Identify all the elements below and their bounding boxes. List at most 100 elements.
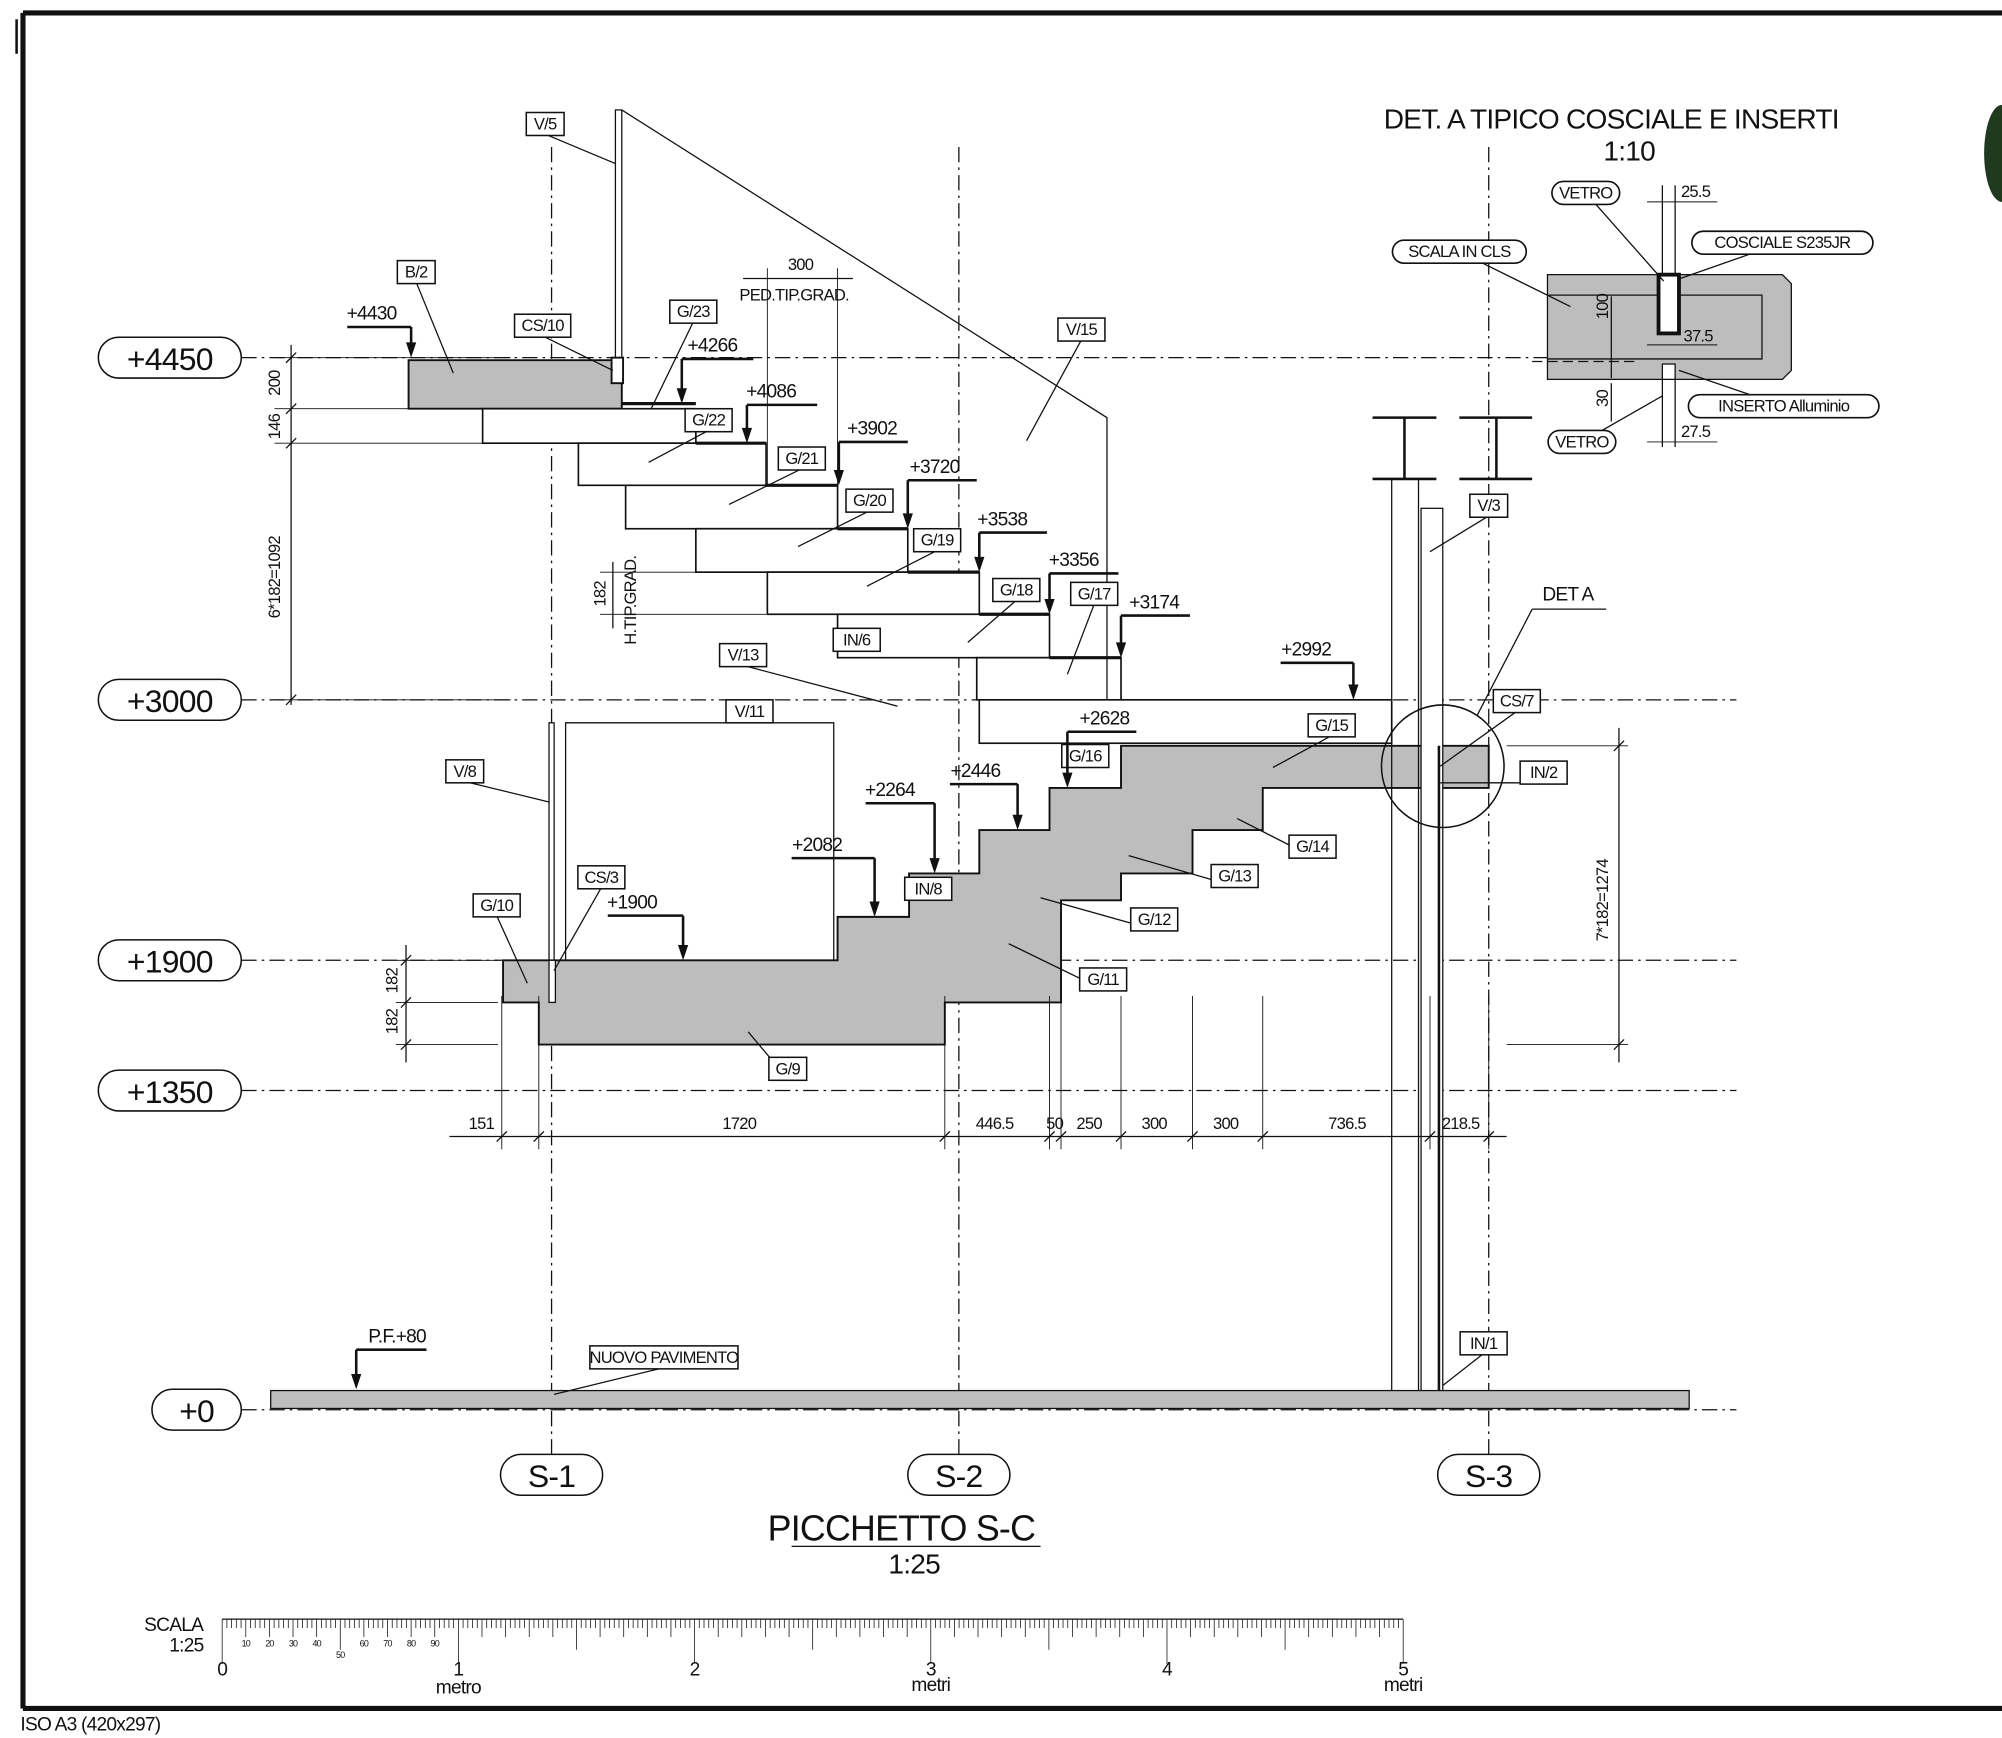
tag-box bbox=[513, 313, 572, 338]
grid-axis-bubble bbox=[499, 1453, 604, 1497]
leader-line bbox=[1429, 515, 1490, 553]
dimension-value: 446.5 bbox=[976, 1114, 1014, 1133]
tag-box bbox=[445, 759, 485, 784]
tag-box bbox=[1307, 713, 1356, 738]
elevation-label: +4430 bbox=[347, 304, 397, 325]
tag-in1: IN/1 bbox=[1442, 1331, 1508, 1386]
tag-box bbox=[525, 111, 565, 137]
tag-in2: IN/2 bbox=[1440, 760, 1568, 785]
detail-label-text: COSCIALE S235JR bbox=[1714, 233, 1851, 252]
tag-box bbox=[1459, 1331, 1508, 1356]
detail-inner-outline bbox=[1547, 294, 1763, 360]
scale-minor-label: 40 bbox=[312, 1638, 321, 1648]
dimension-value: 300 bbox=[788, 255, 814, 274]
leader-line bbox=[542, 335, 614, 371]
tag-label: G/19 bbox=[921, 531, 954, 550]
glass-railing bbox=[614, 109, 623, 384]
tag-box bbox=[577, 865, 626, 890]
arrow-head-icon bbox=[351, 1373, 362, 1390]
leader-line bbox=[967, 599, 1017, 643]
tag-box bbox=[777, 446, 827, 471]
elevation-marker: +2446 bbox=[949, 761, 1023, 831]
tag-g10: G/10 bbox=[472, 893, 528, 984]
detail-label-text: INSERTO Alluminio bbox=[1718, 397, 1850, 416]
dimension-tick bbox=[939, 1130, 951, 1143]
tag-label: V/3 bbox=[1477, 496, 1500, 515]
arrow-head-icon bbox=[974, 556, 985, 573]
tag-box bbox=[1519, 760, 1568, 785]
elevation-label: +3356 bbox=[1049, 550, 1099, 571]
arrow-head-icon bbox=[1348, 684, 1359, 700]
tag-box bbox=[1069, 581, 1119, 607]
tag-in8: IN/8 bbox=[903, 876, 953, 902]
drawing-scale: 1:25 bbox=[888, 1549, 940, 1580]
detail-label-scala_in_cls: SCALA IN CLS bbox=[1391, 239, 1571, 308]
steel-beam-section bbox=[1459, 416, 1533, 481]
tag-g16: G/16 bbox=[1061, 743, 1110, 769]
arrow-head-icon bbox=[677, 944, 689, 961]
stringer-cs10 bbox=[610, 356, 625, 385]
elevation-marker: +3902 bbox=[833, 419, 908, 486]
tag-box bbox=[1469, 493, 1509, 519]
dimension-value: 300 bbox=[1142, 1114, 1168, 1133]
dimension-value: 7*182=1274 bbox=[1593, 859, 1612, 942]
dimension-value: 182 bbox=[382, 1008, 401, 1034]
tag-g15: G/15 bbox=[1272, 713, 1356, 769]
elevation-label: +2628 bbox=[1079, 708, 1129, 729]
detail-dimension: 25.5 bbox=[1681, 182, 1711, 201]
elevation-marker: +4266 bbox=[676, 336, 754, 404]
tag-label: G/18 bbox=[1000, 581, 1033, 600]
tag-box bbox=[1129, 907, 1179, 932]
grid-axis-label: S-3 bbox=[1465, 1458, 1512, 1494]
elevation-label: +1900 bbox=[607, 892, 657, 913]
arrow-head-icon bbox=[902, 513, 913, 529]
tag-in6: IN/6 bbox=[832, 627, 881, 653]
floor-slab bbox=[270, 1389, 1690, 1410]
tree-icon bbox=[1984, 104, 2002, 202]
leader-line bbox=[496, 915, 528, 984]
leader-line bbox=[648, 429, 709, 463]
tag-label: G/21 bbox=[785, 449, 818, 468]
dimension-value: 50 bbox=[1046, 1114, 1063, 1133]
elevation-label: +4266 bbox=[687, 336, 737, 357]
stair-step bbox=[695, 527, 909, 573]
level-marker bbox=[151, 1388, 243, 1431]
arrow-head-icon bbox=[833, 470, 844, 486]
dimension-value: 736.5 bbox=[1328, 1114, 1366, 1133]
stringer-cs3 bbox=[548, 959, 557, 1004]
tag-g9: G/9 bbox=[747, 1031, 808, 1082]
dimension-tick bbox=[400, 954, 412, 966]
detail-dimension: 30 bbox=[1593, 390, 1612, 407]
dimension-tick bbox=[533, 1130, 545, 1143]
label-pill bbox=[1547, 429, 1617, 455]
dimension-tick bbox=[1257, 1130, 1269, 1143]
tag-box bbox=[669, 299, 718, 324]
tag-b2: B/2 bbox=[396, 259, 454, 374]
tag-label: V/15 bbox=[1066, 320, 1098, 339]
tag-box bbox=[1492, 688, 1542, 714]
stair-step bbox=[481, 407, 697, 445]
arrow-head-icon bbox=[406, 342, 417, 358]
tag-label: G/22 bbox=[692, 411, 725, 430]
leader-line bbox=[650, 321, 694, 409]
tag-box bbox=[472, 893, 521, 918]
scale-minor-label: 50 bbox=[336, 1650, 345, 1660]
level-marker bbox=[97, 678, 243, 722]
tag-box bbox=[1210, 863, 1259, 889]
elevation-marker: +2264 bbox=[865, 780, 940, 874]
tag-label: G/13 bbox=[1218, 867, 1251, 886]
dimension-value: 200 bbox=[265, 370, 284, 396]
arrow-head-icon bbox=[929, 858, 940, 874]
tag-g13: G/13 bbox=[1128, 854, 1259, 889]
arrow-head-icon bbox=[1044, 598, 1055, 615]
dimension-tick bbox=[1055, 1130, 1067, 1143]
arrow-head-icon bbox=[1012, 814, 1023, 831]
elevation-label: +4086 bbox=[746, 382, 796, 403]
leader-line bbox=[1585, 192, 1665, 282]
elevation-marker: +2628 bbox=[1062, 708, 1137, 788]
tag-box bbox=[684, 407, 733, 433]
leader-line bbox=[544, 133, 616, 165]
tag-label: CS/7 bbox=[1500, 692, 1534, 711]
level-label: +4450 bbox=[127, 341, 213, 377]
tag-v15: V/15 bbox=[1025, 317, 1106, 441]
